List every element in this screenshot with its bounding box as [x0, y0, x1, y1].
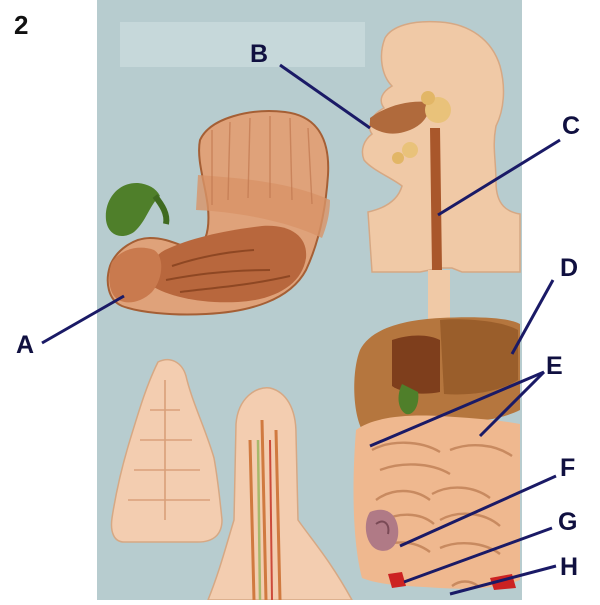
leader-line-c [437, 138, 561, 217]
label-h: H [560, 553, 579, 581]
head-shape [361, 20, 521, 273]
digestive-tract-illustration [353, 317, 520, 590]
leader-line-a [41, 294, 125, 345]
leader-lines [41, 63, 561, 596]
leader-line-b [279, 63, 371, 130]
label-e: E [546, 352, 563, 380]
leader-line-f [399, 474, 557, 548]
leader-line-h [449, 564, 557, 596]
villus-illustration [110, 358, 354, 601]
figure-number: 2 [14, 10, 29, 40]
label-f: F [560, 454, 576, 482]
villus-cross-section [110, 358, 223, 543]
stomach-illustration [105, 110, 330, 316]
stomach-cavity [148, 225, 307, 303]
leader-line-e2 [478, 370, 546, 438]
label-c: C [562, 112, 581, 140]
leader-line-d [510, 279, 555, 355]
head-esophagus-illustration [361, 20, 521, 330]
leader-line-e1 [369, 370, 545, 448]
label-d: D [560, 254, 579, 282]
board-highlight [120, 22, 365, 67]
label-a: A [16, 331, 35, 359]
label-b: B [250, 40, 269, 68]
leader-line-g [403, 526, 553, 584]
villus-longitudinal [206, 387, 354, 601]
label-g: G [558, 508, 578, 536]
gallbladder-shape [105, 182, 160, 236]
